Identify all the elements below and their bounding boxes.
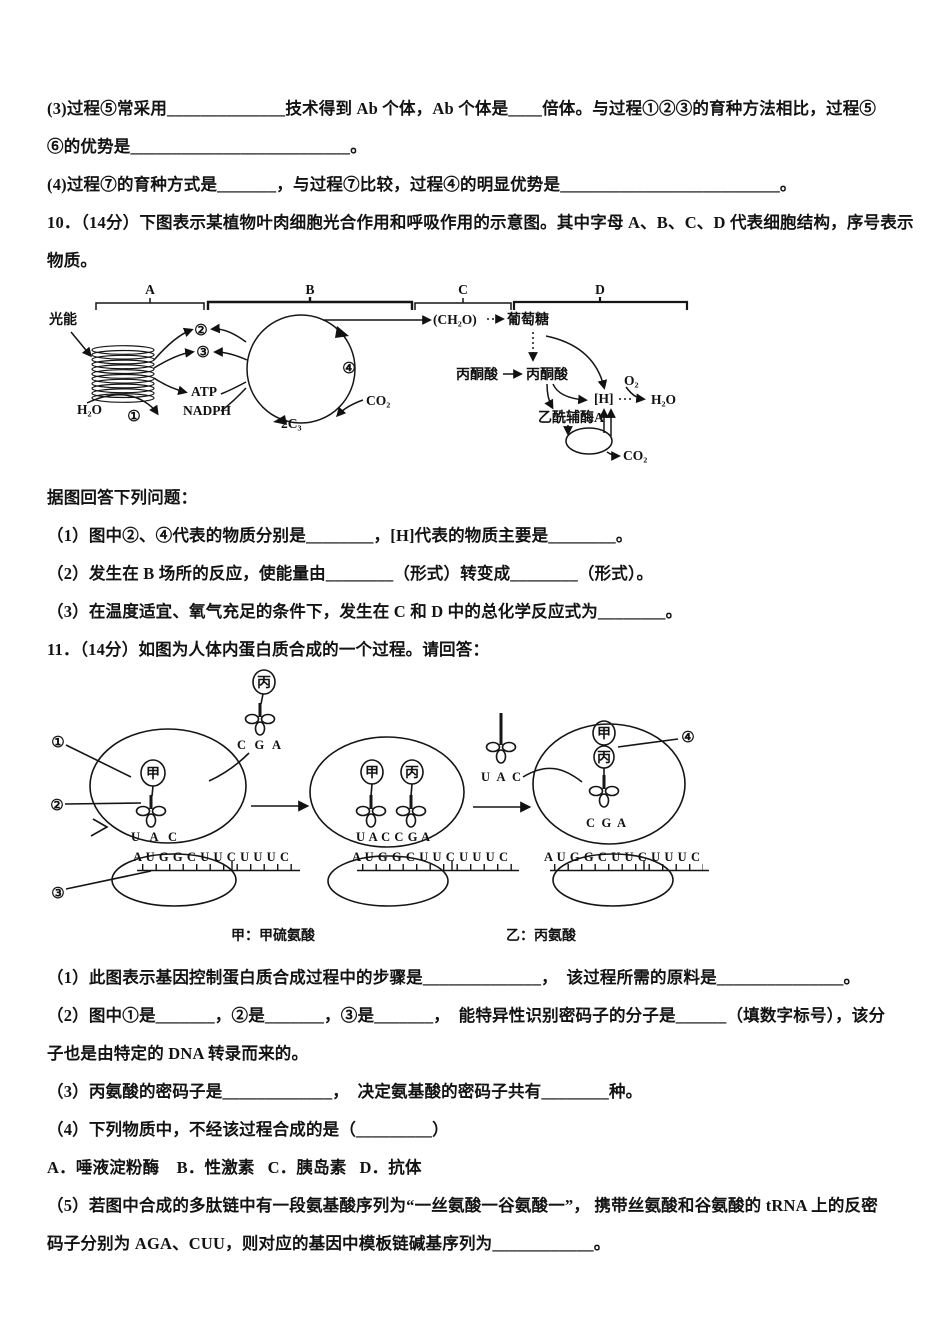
fig1-label-pyruvate-2: 丙酮酸 xyxy=(526,366,569,383)
fig1-label-2c3: 2C₃ xyxy=(281,416,302,431)
amino-acid-jia: 甲 xyxy=(365,765,379,781)
fig1-label-h-carrier: [H] xyxy=(594,391,614,406)
q11-item-2-line-1: （2）图中①是_______，②是_______，③是_______， 能特异性… xyxy=(47,1006,886,1025)
fig1-label-structure-d: D xyxy=(595,284,605,297)
q9-line-3b: ⑥的优势是__________________________。 xyxy=(47,137,367,156)
anticodon-cga: C G A xyxy=(586,816,626,830)
amino-acid-bing: 丙 xyxy=(405,765,419,781)
q11-item-4-options: A．唾液淀粉酶 B．性激素 C．胰岛素 D．抗体 xyxy=(47,1158,422,1177)
fig2-caption-yi: 乙：丙氨酸 xyxy=(506,927,577,944)
fig1-label-co2-calvin: CO₂ xyxy=(366,393,390,408)
q11-stem: 11．（14分）如图为人体内蛋白质合成的一个过程。请回答： xyxy=(47,640,490,659)
fig1-label-ch2o: (CH₂O) xyxy=(433,312,477,327)
fig2-linework xyxy=(64,669,709,907)
q9-line-3: (3)过程⑤常采用______________技术得到 Ab 个体，Ab 个体是… xyxy=(47,99,877,118)
ribosome-large-subunit xyxy=(89,728,247,844)
trna-icon xyxy=(244,701,276,737)
amino-acid-jia: 甲 xyxy=(146,766,160,782)
amino-acid-bing: 丙 xyxy=(257,675,271,691)
fig1-label-structure-c: C xyxy=(458,284,468,297)
trna-icon xyxy=(355,793,387,829)
trna-icon xyxy=(485,729,517,765)
anticodon-uaccga: U A C C G A xyxy=(356,830,430,844)
fig1-label-acetyl-coa: 乙酰辅酶A xyxy=(538,409,605,426)
q10-stem-line-2: 物质。 xyxy=(47,251,98,270)
mrna-sequence: A U G G C U U C U U U C xyxy=(544,850,700,864)
fig1-label-structure-a: A xyxy=(145,284,155,297)
fig2-number-4: ④ xyxy=(681,730,694,746)
thylakoid-stack-icon xyxy=(91,345,155,403)
fig2-number-3: ③ xyxy=(51,886,64,902)
mrna-sequence: A U G G C U U C U U U C xyxy=(352,850,508,864)
anticodon-uac-released: U A C xyxy=(481,770,521,784)
amino-acid-bing: 丙 xyxy=(597,750,611,766)
q11-item-3: （3）丙氨酸的密码子是_____________， 决定氨基酸的密码子共有___… xyxy=(47,1082,643,1101)
fig2-caption-jia: 甲：甲硫氨酸 xyxy=(231,927,316,944)
trna-icon xyxy=(395,793,427,829)
fig1-number-1: ① xyxy=(127,409,140,425)
fig1-label-o2: O₂ xyxy=(624,373,639,388)
fig1-label-atp: ATP xyxy=(191,384,217,399)
fig1-number-3: ③ xyxy=(196,345,209,361)
q10-prompt: 据图回答下列问题： xyxy=(47,488,198,507)
mrna-sequence: A U G G C U U C U U U C xyxy=(133,850,289,864)
q10-item-1: （1）图中②、④代表的物质分别是________，[H]代表的物质主要是____… xyxy=(47,526,633,545)
fig1-label-nadph: NADPH xyxy=(183,403,231,418)
fig1-label-glucose: 葡萄糖 xyxy=(506,311,549,328)
fig1-label-h2o-left: H₂O xyxy=(77,402,102,417)
fig1-number-2: ② xyxy=(194,323,207,339)
ribosome-small-subunit xyxy=(552,853,674,907)
q11-item-4: （4）下列物质中，不经该过程合成的是（_________） xyxy=(47,1120,449,1139)
fig1-label-h2o-right: H₂O xyxy=(651,392,676,407)
q11-item-1: （1）此图表示基因控制蛋白质合成过程中的步骤是______________， 该… xyxy=(47,968,861,987)
fig1-linework xyxy=(70,297,689,461)
trna-icon xyxy=(135,793,167,829)
fig1-label-pyruvate-1: 丙酮酸 xyxy=(456,366,499,383)
q11-item-2-line-2: 子也是由特定的 DNA 转录而来的。 xyxy=(47,1044,309,1063)
amino-acid-jia: 甲 xyxy=(597,726,611,742)
fig1-label-co2-krebs: CO₂ xyxy=(623,448,647,463)
fig2-number-2: ② xyxy=(50,798,63,814)
q11-item-5-line-1: （5）若图中合成的多肽链中有一段氨基酸序列为“一丝氨酸一谷氨酸一”， 携带丝氨酸… xyxy=(47,1196,878,1215)
fig2-number-1: ① xyxy=(51,735,64,751)
ribosome-small-subunit xyxy=(327,855,449,907)
q10-item-3: （3）在温度适宜、氧气充足的条件下，发生在 C 和 D 中的总化学反应式为___… xyxy=(47,602,683,621)
q10-item-2: （2）发生在 B 场所的反应，使能量由________（形式）转变成______… xyxy=(47,564,654,583)
fig1-label-light-energy: 光能 xyxy=(48,311,77,328)
figure-photosynthesis-respiration: A B C D 光能 H₂O ① ② ③ ATP NADPH 2C₃ ④ CO₂… xyxy=(48,284,689,463)
q10-stem-line-1: 10．（14分）下图表示某植物叶肉细胞光合作用和呼吸作用的示意图。其中字母 A、… xyxy=(47,213,914,232)
ribosome-large-subunit xyxy=(309,736,465,848)
anticodon-uac: U A C xyxy=(131,830,177,844)
ribosome-large-subunit xyxy=(532,723,686,845)
fig1-number-4: ④ xyxy=(342,361,355,377)
anticodon-cga-incoming: C G A xyxy=(237,738,281,752)
q9-line-4: (4)过程⑦的育种方式是_______，与过程⑦比较，过程④的明显优势是____… xyxy=(47,175,797,194)
q11-item-5-line-2: 码子分别为 AGA、CUU，则对应的基因中模板链碱基序列为___________… xyxy=(47,1234,611,1253)
trna-icon xyxy=(588,773,620,809)
fig1-label-structure-b: B xyxy=(305,284,314,297)
figure-protein-synthesis: ① ② ③ 甲 丙 C G A U A C A U G G C U U C U … xyxy=(50,669,709,944)
